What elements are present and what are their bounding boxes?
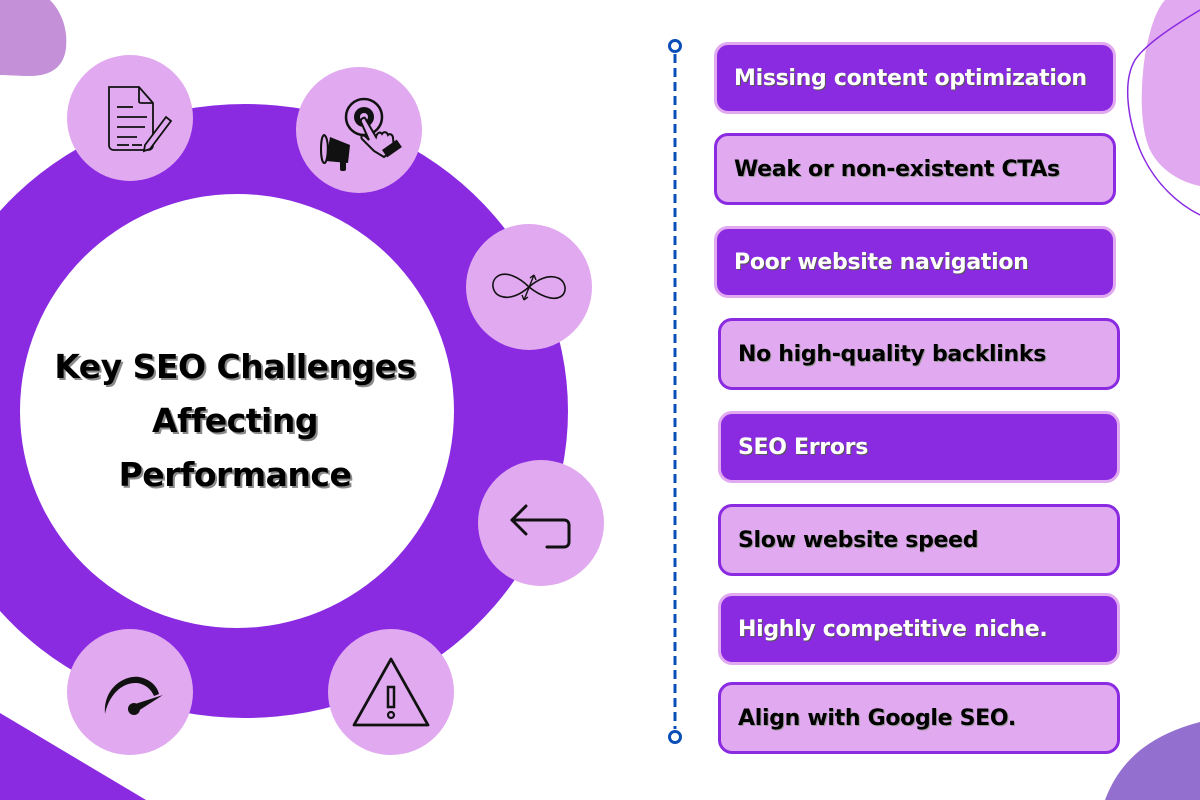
challenge-item-poor-navigation: Poor website navigation bbox=[714, 226, 1116, 298]
timeline-start-node bbox=[668, 39, 682, 53]
title-line-1: Key SEO Challenges bbox=[54, 347, 416, 386]
click-megaphone-circle bbox=[296, 67, 422, 193]
return-arrow-icon bbox=[510, 504, 571, 549]
top-left-blob bbox=[0, 0, 67, 76]
main-ring bbox=[0, 104, 568, 718]
page-title: Key SEO Challenges Affecting Performance bbox=[30, 340, 440, 502]
title-line-3: Performance bbox=[118, 455, 352, 494]
infinity-arrows-circle bbox=[466, 224, 592, 350]
bottom-right-blob bbox=[1105, 722, 1200, 800]
timeline-end-node bbox=[668, 730, 682, 744]
warning-circle bbox=[328, 629, 454, 755]
top-right-blob bbox=[1141, 0, 1200, 186]
challenge-item-slow-speed: Slow website speed bbox=[718, 504, 1120, 576]
challenge-item-align-google-seo: Align with Google SEO. bbox=[718, 682, 1120, 754]
bottom-left-wedge bbox=[0, 713, 146, 800]
speedometer-icon bbox=[104, 676, 163, 715]
top-right-curve bbox=[1126, 9, 1200, 216]
return-arrow-circle bbox=[478, 460, 604, 586]
title-line-2: Affecting bbox=[152, 401, 318, 440]
challenge-item-no-backlinks: No high-quality backlinks bbox=[718, 318, 1120, 390]
document-edit-circle bbox=[67, 55, 193, 181]
challenge-item-weak-ctas: Weak or non-existent CTAs bbox=[714, 133, 1116, 205]
challenge-item-competitive-niche: Highly competitive niche. bbox=[718, 593, 1120, 665]
speedometer-circle bbox=[67, 629, 193, 755]
challenge-item-missing-content-optimization: Missing content optimization bbox=[714, 42, 1116, 114]
click-megaphone-icon bbox=[320, 97, 402, 171]
infinity-arrows-icon bbox=[492, 273, 566, 301]
warning-icon bbox=[352, 657, 430, 727]
document-edit-icon bbox=[108, 86, 173, 153]
challenge-item-seo-errors: SEO Errors bbox=[718, 411, 1120, 483]
